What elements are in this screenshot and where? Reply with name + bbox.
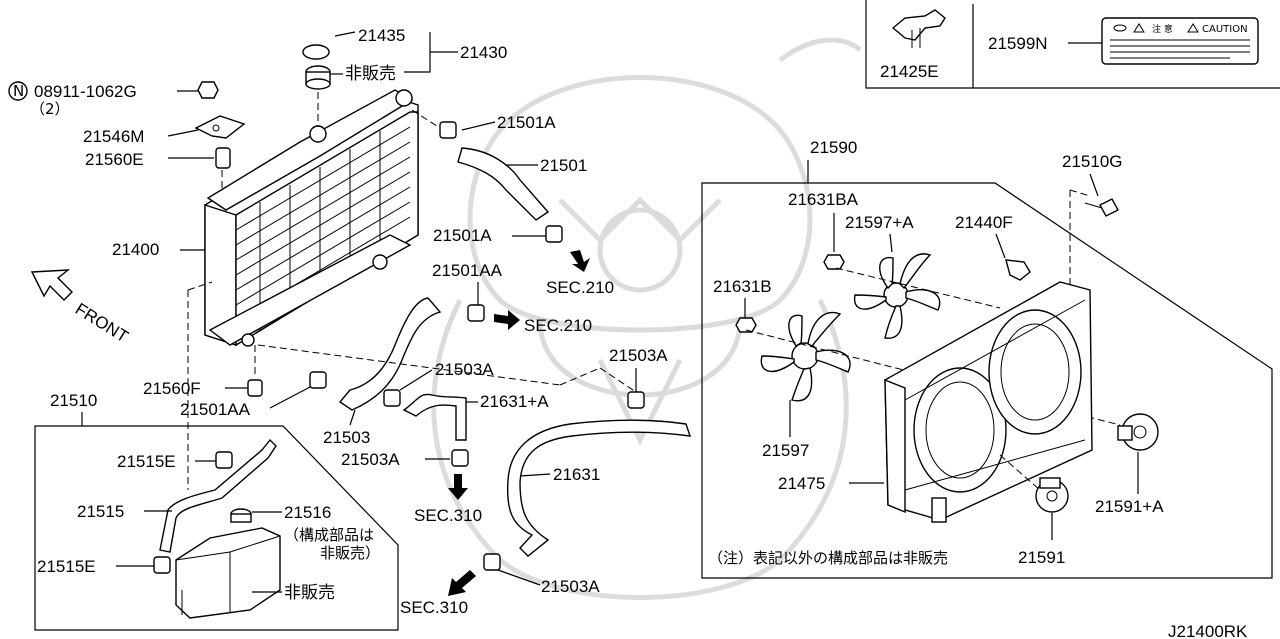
label-not-for-sale-1: 非販売 bbox=[345, 64, 396, 83]
arrow-sec310-2-icon bbox=[448, 570, 476, 596]
label-21515: 21515 bbox=[77, 502, 124, 521]
label-21591: 21591 bbox=[1018, 548, 1065, 567]
bolt-marker-icon bbox=[8, 81, 28, 101]
label-21546m: 21546M bbox=[83, 127, 144, 146]
label-21515e-2: 21515E bbox=[37, 557, 96, 576]
label-sec310-1: SEC.310 bbox=[414, 506, 482, 525]
clamp-21501a-1-icon bbox=[439, 121, 457, 139]
arrow-sec310-1-icon bbox=[448, 474, 468, 500]
fan-blade-21597a-icon bbox=[853, 253, 941, 339]
label-bolt-code: 08911-1062G bbox=[34, 82, 137, 101]
label-21516-note1: （構成部品は bbox=[284, 526, 374, 544]
label-sec310-2: SEC.310 bbox=[400, 598, 468, 617]
label-21501a-2: 21501A bbox=[433, 226, 492, 245]
note-text: （注）表記以外の構成部品は非販売 bbox=[708, 549, 948, 567]
label-21425e: 21425E bbox=[880, 62, 939, 81]
hose-21631a-icon bbox=[402, 393, 467, 441]
label-21590: 21590 bbox=[810, 138, 857, 157]
label-21591a: 21591+A bbox=[1095, 497, 1164, 516]
clamp-21501aa-1-icon bbox=[309, 371, 327, 389]
clamp-21515e-1-icon bbox=[215, 451, 233, 469]
mount-21560f-icon bbox=[247, 379, 263, 397]
label-21516-note2: 非販売） bbox=[320, 544, 380, 562]
label-sec210-1: SEC.210 bbox=[546, 278, 614, 297]
bracket-21546m-icon bbox=[194, 115, 246, 139]
label-21597a: 21597+A bbox=[845, 213, 914, 232]
label-21599n: 21599N bbox=[988, 34, 1048, 53]
label-21503a-3: 21503A bbox=[609, 346, 668, 365]
label-21631b: 21631B bbox=[713, 277, 772, 296]
label-21503a-4: 21503A bbox=[541, 577, 600, 596]
arrow-sec210-2-icon bbox=[494, 310, 520, 330]
radiator-cap-21430-icon bbox=[305, 65, 331, 90]
label-21503a-1: 21503A bbox=[435, 360, 494, 379]
label-21516: 21516 bbox=[284, 503, 331, 522]
label-21400: 21400 bbox=[112, 240, 159, 259]
radiator-21400-icon bbox=[204, 89, 419, 347]
label-front: FRONT bbox=[72, 299, 132, 346]
overflow-hose-21515-icon bbox=[159, 438, 277, 553]
fan-assembly-box bbox=[701, 182, 1273, 579]
label-21501a-1: 21501A bbox=[497, 113, 556, 132]
svg-text:注 意: 注 意 bbox=[1152, 23, 1173, 35]
clamp-21503a-3-icon bbox=[627, 391, 645, 409]
label-21631ba: 21631BA bbox=[788, 190, 859, 209]
label-21560f: 21560F bbox=[143, 379, 201, 398]
mount-21560e-icon bbox=[215, 147, 231, 169]
clip-21440f-icon bbox=[1005, 259, 1031, 281]
radiator-cap-21435-icon bbox=[302, 44, 330, 60]
inset-box-top bbox=[865, 0, 1280, 89]
nut-21631b-icon bbox=[735, 317, 757, 333]
label-21503: 21503 bbox=[323, 428, 370, 447]
nut-21631ba-icon bbox=[823, 254, 845, 270]
clamp-21515e-2-icon bbox=[153, 556, 171, 574]
reservoir-box bbox=[34, 425, 399, 631]
label-bolt-qty: （2） bbox=[30, 100, 70, 118]
hose-21631-icon bbox=[506, 419, 692, 557]
label-21435: 21435 bbox=[358, 26, 405, 45]
label-21515e-1: 21515E bbox=[117, 452, 176, 471]
label-21560e: 21560E bbox=[85, 150, 144, 169]
label-21510: 21510 bbox=[50, 391, 97, 410]
fan-blade-21597-icon bbox=[760, 311, 851, 402]
clamp-21501a-2-icon bbox=[545, 225, 563, 243]
label-21440f: 21440F bbox=[955, 213, 1013, 232]
fan-motor-21591-icon bbox=[1035, 477, 1069, 513]
clip-21425e-icon bbox=[891, 9, 946, 48]
clamp-21503a-2-icon bbox=[451, 449, 469, 467]
arrow-sec210-1-icon bbox=[570, 250, 590, 272]
label-21501aa-2: 21501AA bbox=[432, 261, 503, 280]
caution-label-21599n: 注 意 CAUTION bbox=[1101, 17, 1259, 65]
nut-icon bbox=[197, 81, 219, 99]
upper-hose-21501-icon bbox=[457, 147, 550, 221]
clamp-21503a-1-icon bbox=[383, 389, 401, 407]
label-not-for-sale-2: 非販売 bbox=[284, 583, 335, 602]
label-21510g: 21510G bbox=[1062, 152, 1123, 171]
fan-shroud-21475-icon bbox=[884, 281, 1093, 523]
fan-motor-21591a-icon bbox=[1117, 413, 1159, 451]
label-21501aa-1: 21501AA bbox=[180, 400, 251, 419]
clamp-21501aa-2-icon bbox=[467, 304, 485, 322]
label-21631a: 21631+A bbox=[480, 392, 549, 411]
bolt-21510g-icon bbox=[1084, 198, 1119, 217]
lower-hose-21503-icon bbox=[338, 297, 442, 411]
label-21430: 21430 bbox=[460, 43, 507, 62]
label-21503a-2: 21503A bbox=[341, 450, 400, 469]
footer-code: J21400RK bbox=[1168, 622, 1248, 639]
label-21501: 21501 bbox=[540, 156, 587, 175]
clamp-21503a-4-icon bbox=[483, 553, 501, 571]
caution-text: CAUTION bbox=[1202, 24, 1248, 35]
front-arrow-icon bbox=[30, 269, 73, 301]
label-21631: 21631 bbox=[553, 465, 600, 484]
label-21597: 21597 bbox=[762, 441, 809, 460]
label-21475: 21475 bbox=[778, 474, 825, 493]
bolt-marker: N bbox=[13, 82, 24, 100]
reservoir-tank-icon bbox=[175, 527, 281, 619]
label-sec210-2: SEC.210 bbox=[524, 316, 592, 335]
cap-21516-icon bbox=[230, 508, 252, 523]
